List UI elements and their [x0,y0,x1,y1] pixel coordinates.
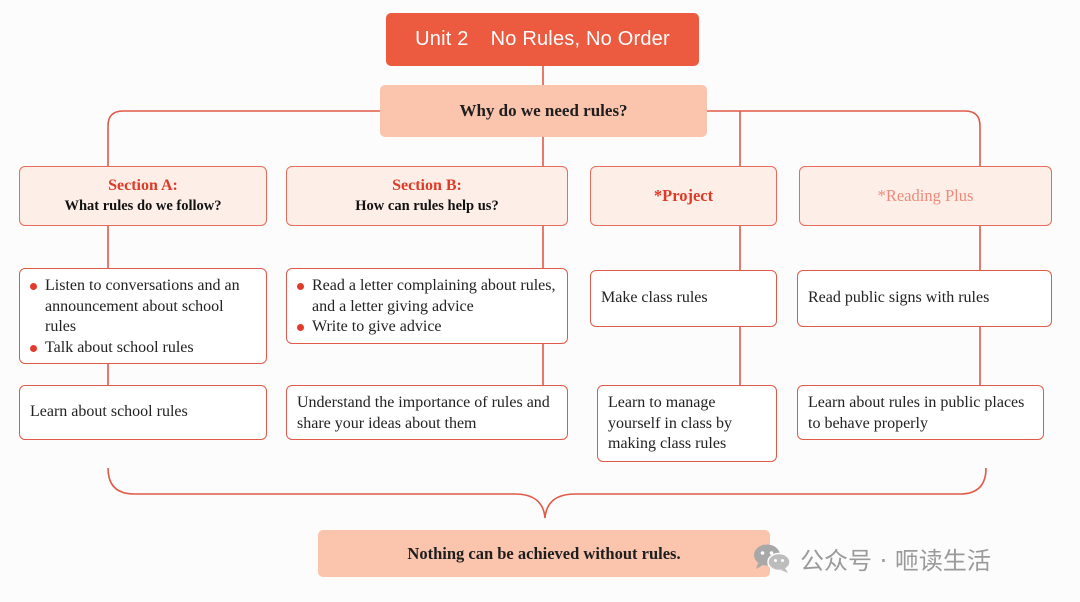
section-b-label: Section B: [392,177,462,194]
activity-text: Make class rules [601,289,708,307]
section-a-label: Section A: [108,177,178,194]
unit-number: Unit 2 [415,28,469,50]
activity-text: Read a letter complaining about rules, a… [312,277,556,315]
reading-plus-goal: Learn about rules in public places to be… [797,385,1044,440]
list-item: Read a letter complaining about rules, a… [297,276,557,317]
activity-text: Listen to conversations and an announcem… [45,277,240,335]
bullet-dot-icon [297,283,304,290]
activity-text: Talk about school rules [45,338,194,356]
wechat-icon [754,544,791,573]
bullet-dot-icon [297,324,304,331]
connector-branch-right [707,110,981,166]
activity-text: Write to give advice [312,318,442,335]
goal-text: Understand the importance of rules and s… [297,394,550,432]
goal-text: Learn about school rules [30,403,188,421]
bullet-dot-icon [30,344,37,352]
activity-text: Read public signs with rules [808,289,990,307]
section-b-header: Section B: How can rules help us? [286,166,568,226]
reading-plus-label: *Reading Plus [877,186,974,205]
reading-plus-header: *Reading Plus [799,166,1052,226]
section-b-activities: Read a letter complaining about rules, a… [286,268,568,344]
project-goal: Learn to manage yourself in class by mak… [597,385,777,462]
project-label: *Project [653,186,714,205]
bullet-dot-icon [30,283,37,290]
section-a-question: What rules do we follow? [64,198,222,214]
section-a-activity-list: Listen to conversations and an announcem… [30,276,256,358]
project-header: *Project [590,166,777,226]
watermark-text: 公众号 · 咂读生活 [800,546,991,575]
connector-branch-left [107,110,380,166]
section-b-activity-list: Read a letter complaining about rules, a… [297,276,557,338]
section-b-question: How can rules help us? [355,198,499,214]
section-a-activities: Listen to conversations and an announcem… [19,268,267,364]
conclusion: Nothing can be achieved without rules. [318,530,770,577]
goal-text: Learn about rules in public places to be… [808,394,1025,432]
central-question: Why do we need rules? [380,85,707,137]
summary-brace [107,467,987,519]
unit-title: Unit 2 No Rules, No Order [386,13,699,66]
list-item: Listen to conversations and an announcem… [30,276,256,338]
list-item: Talk about school rules [30,338,256,359]
goal-text: Learn to manage yourself in class by mak… [608,394,732,452]
unit-name: No Rules, No Order [490,28,670,50]
project-activity: Make class rules [590,270,777,327]
section-a-header: Section A: What rules do we follow? [19,166,267,226]
watermark: 公众号 · 咂读生活 [752,540,991,576]
section-a-goal: Learn about school rules [19,385,267,440]
reading-plus-activity: Read public signs with rules [797,270,1052,327]
section-b-goal: Understand the importance of rules and s… [286,385,568,440]
list-item: Write to give advice [297,317,557,338]
